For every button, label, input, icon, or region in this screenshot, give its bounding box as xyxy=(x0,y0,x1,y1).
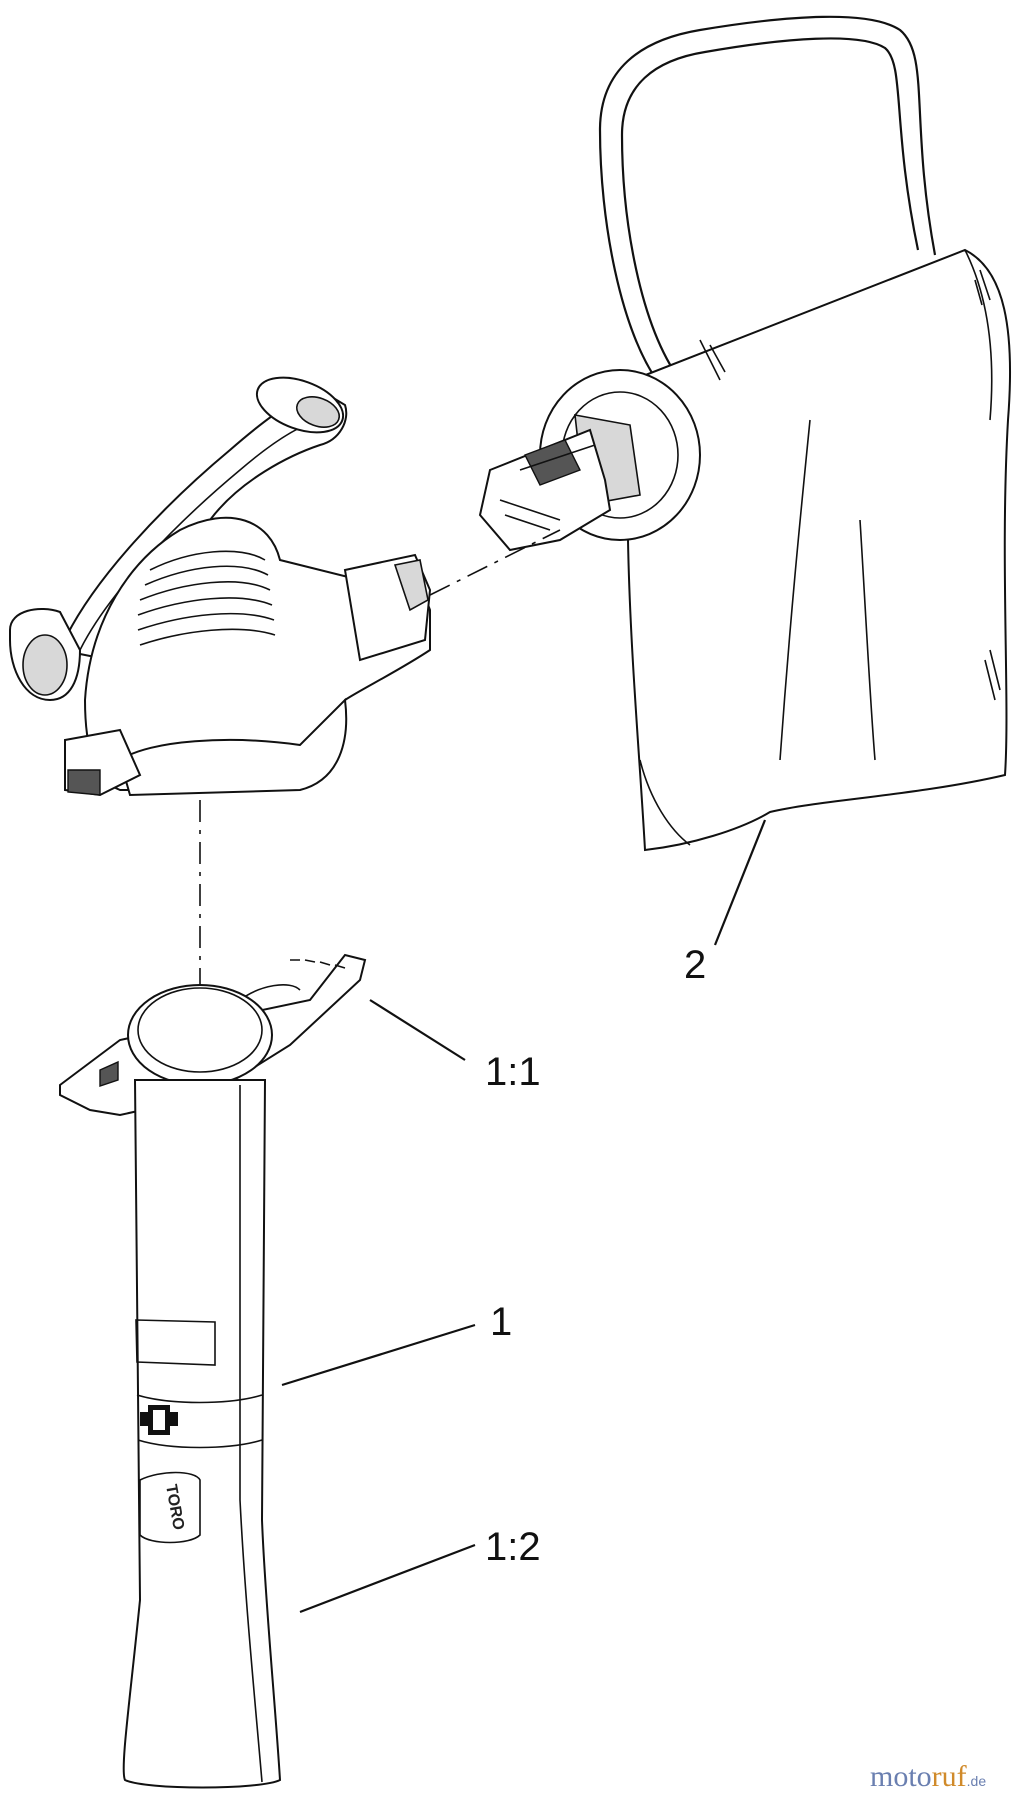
watermark-logo: motoruf.de xyxy=(870,1760,986,1793)
axis-line-head-to-bag xyxy=(429,529,561,596)
leader-line-1-2 xyxy=(299,1543,476,1614)
callout-1-1: 1:1 xyxy=(485,1050,541,1094)
plus-icon xyxy=(140,1405,178,1435)
watermark-moto: moto xyxy=(870,1760,932,1793)
leader-line-1 xyxy=(281,1323,476,1387)
watermark-ruf: ruf xyxy=(932,1760,967,1793)
watermark-de: .de xyxy=(967,1773,987,1789)
callout-2: 2 xyxy=(684,943,706,987)
leader-line-2 xyxy=(713,819,767,946)
leader-line-1-1 xyxy=(369,999,466,1061)
callout-1: 1 xyxy=(490,1300,512,1344)
tube-top-cap xyxy=(127,984,273,1086)
bag-connector xyxy=(478,414,641,552)
bag-handle xyxy=(598,15,937,386)
tube-body xyxy=(122,1079,282,1789)
collection-bag xyxy=(478,15,1012,852)
bag-body xyxy=(618,248,1012,852)
callout-1-2: 1:2 xyxy=(485,1525,541,1569)
blower-motor-housing xyxy=(9,376,432,797)
svg-text:motoruf.de: motoruf.de xyxy=(870,1760,986,1793)
vacuum-tube-assembly: TORO xyxy=(59,953,367,1789)
